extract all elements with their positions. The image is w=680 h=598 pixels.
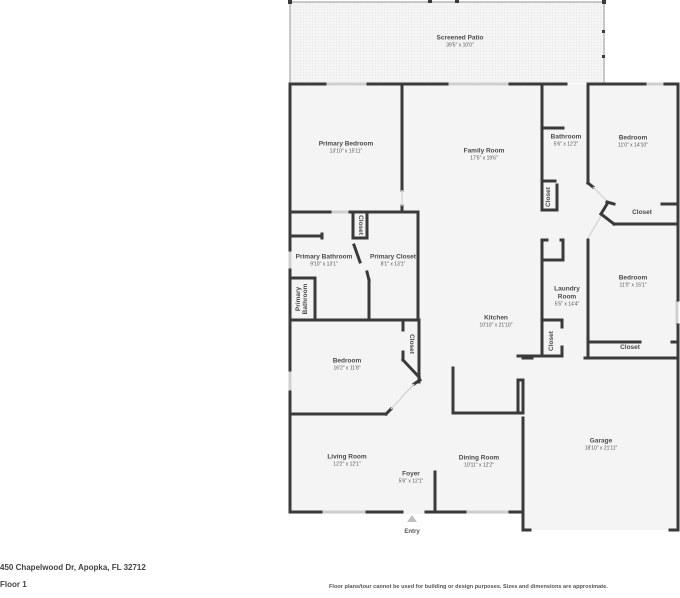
- room-label-screened-patio: Screened Patio 39'5" x 10'0": [437, 35, 484, 50]
- door-openings: [390, 186, 607, 410]
- entry-label: Entry: [404, 529, 420, 535]
- room-dimensions: 13'10" x 15'11": [329, 148, 363, 155]
- walls: [288, 82, 680, 532]
- room-dimensions: 12'2" x 12'1": [333, 461, 361, 468]
- room-name: Family Room: [463, 147, 505, 155]
- room-label-primary-closet: Primary Closet 8'1" x 13'1": [370, 254, 416, 269]
- room-name: Dining Room: [458, 454, 500, 462]
- room-name: Primary Bedroom: [318, 140, 374, 148]
- room-label-closet-laundry: Closet: [548, 331, 556, 351]
- windows: [288, 82, 679, 514]
- room-dimensions: 10'10" x 21'10": [479, 322, 513, 329]
- room-name: Laundry Room: [554, 285, 580, 301]
- room-label-bedroom-w: Bedroom 16'2" x 11'8": [333, 358, 362, 373]
- room-label-bathroom: Bathroom 5'6" x 12'2": [551, 134, 582, 149]
- room-name: Closet: [632, 209, 652, 216]
- room-name: Primary Bathroom: [295, 253, 353, 261]
- room-label-closet-bath: Closet: [545, 187, 553, 207]
- room-dimensions: 16'2" x 11'8": [333, 365, 361, 372]
- room-name: Garage: [589, 437, 613, 445]
- room-label-closet-e: Closet: [620, 344, 640, 352]
- room-dimensions: 8'1" x 13'1": [380, 261, 406, 268]
- room-name: Bedroom: [618, 134, 648, 142]
- room-dimensions: 10'11" x 12'2": [464, 462, 494, 469]
- floor-label: Floor 1: [0, 580, 27, 589]
- room-dimensions: 5'5" x 14'4": [554, 301, 580, 308]
- room-name: Foyer: [402, 470, 420, 478]
- room-name: Primary Closet: [370, 253, 416, 261]
- room-label-laundry-room: Laundry Room 5'5" x 14'4": [552, 286, 582, 309]
- property-address: 450 Chapelwood Dr, Apopka, FL 32712: [0, 563, 146, 572]
- triangle-up-icon: [407, 515, 417, 522]
- room-label-foyer: Foyer 5'6" x 12'1": [399, 471, 424, 486]
- screened-patio-area: [288, 0, 606, 83]
- room-name: Kitchen: [484, 314, 508, 322]
- room-label-kitchen: Kitchen 10'10" x 21'10": [480, 315, 513, 330]
- room-label-garage: Garage 18'10" x 21'11": [585, 438, 618, 453]
- room-name: Primary Bathroom: [295, 283, 309, 315]
- room-label-primary-bathroom: Primary Bathroom 9'10" x 13'1": [296, 254, 353, 269]
- room-dimensions: 18'10" x 21'11": [584, 445, 618, 452]
- room-label-bedroom-ne: Bedroom 11'0" x 14'10": [618, 135, 648, 150]
- room-dimensions: 39'5" x 10'0": [446, 42, 474, 49]
- room-dimensions: 5'6" x 12'2": [553, 141, 579, 148]
- room-label-closet-ne: Closet: [632, 209, 652, 217]
- room-label-primary-bedroom: Primary Bedroom 13'10" x 15'11": [319, 141, 374, 156]
- room-label-bedroom-e: Bedroom 11'0" x 15'1": [619, 275, 648, 290]
- room-label-dining-room: Dining Room 10'11" x 12'2": [459, 455, 499, 470]
- disclaimer-text: Floor plans/tour cannot be used for buil…: [329, 584, 608, 590]
- room-label-family-room: Family Room 17'5" x 19'6": [464, 148, 505, 163]
- room-dimensions: 9'10" x 13'1": [310, 261, 338, 268]
- room-name: Screened Patio: [436, 34, 484, 42]
- room-label-living-room: Living Room 12'2" x 12'1": [327, 454, 366, 469]
- room-dimensions: 17'5" x 19'6": [470, 155, 498, 162]
- room-name: Closet: [357, 215, 364, 235]
- room-name: Bedroom: [332, 357, 362, 365]
- room-name: Closet: [548, 331, 555, 351]
- room-name: Closet: [408, 334, 415, 354]
- room-dimensions: 5'6" x 12'1": [398, 478, 424, 485]
- room-label-closet-w: Closet: [407, 334, 415, 354]
- room-name: Living Room: [327, 453, 367, 461]
- room-dimensions: 11'0" x 15'1": [619, 282, 647, 289]
- room-label-primary-bathroom-wc: Primary Bathroom: [295, 282, 309, 316]
- room-name: Closet: [620, 344, 640, 351]
- room-name: Closet: [545, 187, 552, 207]
- floor-fill: [290, 84, 678, 530]
- room-label-closet-primary: Closet: [356, 215, 364, 235]
- room-dimensions: 11'0" x 14'10": [618, 142, 648, 149]
- room-name: Bedroom: [618, 274, 648, 282]
- room-name: Bathroom: [550, 133, 582, 141]
